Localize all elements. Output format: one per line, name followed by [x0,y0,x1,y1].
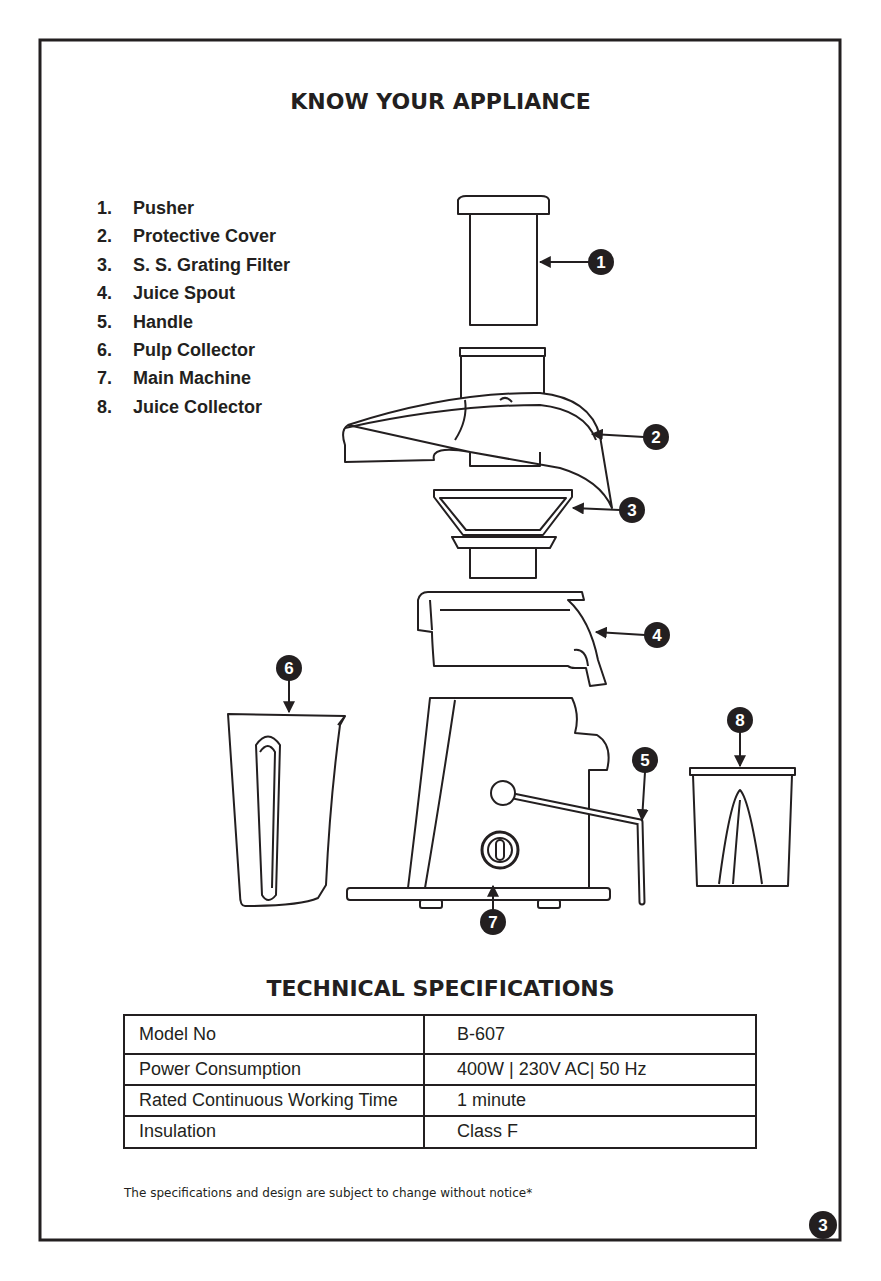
callout-number: 8 [727,707,753,733]
callout-circle-shape [643,424,669,450]
table-cell: Power Consumption [139,1060,301,1080]
callout-circle-shape [276,655,302,681]
page-title: KNOW YOUR APPLIANCE [0,90,881,114]
callout-text: 3 [627,502,636,519]
juice-collector-drawing [690,768,795,886]
part-number: 7. [97,369,112,389]
part-number: 3. [97,256,112,276]
callout-number: 2 [643,424,669,450]
cover-drawing [343,348,612,508]
pulp-collector-drawing [228,714,345,906]
callout-number: 4 [644,622,670,648]
callout-circle-shape [644,622,670,648]
table-cell: Class F [457,1122,518,1142]
table-cell: Rated Continuous Working Time [139,1091,398,1111]
callout-circle-shape [809,1211,837,1239]
callout-text: 3 [818,1217,827,1234]
part-number: 5. [97,313,112,333]
callout-number: 5 [632,747,658,773]
filter-drawing [434,490,572,578]
callout-text: 2 [651,429,660,446]
part-number: 4. [97,284,112,304]
callout-text: 1 [596,254,605,271]
table-cell: 400W | 230V AC| 50 Hz [457,1060,646,1080]
page-frame [40,40,840,1240]
footnote: The specifications and design are subjec… [124,1187,532,1200]
callout-number: 1 [588,249,614,275]
handle-drawing [491,781,642,902]
callout-number: 3 [619,497,645,523]
callout-circle-shape [588,249,614,275]
leader-lines [289,262,740,910]
part-name: Pulp Collector [133,341,255,361]
part-name: Handle [133,313,193,333]
table-cell: 1 minute [457,1091,526,1111]
callout-text: 8 [735,712,744,729]
callout-text: 6 [284,660,293,677]
callout-text: 7 [488,914,497,931]
spout-drawing [418,592,606,686]
spec-table-grid [124,1015,756,1148]
callout-circle-shape [632,747,658,773]
table-cell: Model No [139,1025,216,1045]
part-name: Protective Cover [133,227,276,247]
callout-text: 4 [652,627,661,644]
table-cell: Insulation [139,1122,216,1142]
part-name: S. S. Grating Filter [133,256,290,276]
callout-text: 5 [640,752,649,769]
callout-number: 7 [480,909,506,935]
part-number: 2. [97,227,112,247]
part-number: 8. [97,398,112,418]
callout-circle-shape [619,497,645,523]
callout-circle-shape [727,707,753,733]
part-name: Main Machine [133,369,251,389]
part-name: Juice Spout [133,284,235,304]
main-machine-drawing [347,698,610,908]
section-heading: TECHNICAL SPECIFICATIONS [0,977,881,1001]
page-number: 3 [809,1211,837,1239]
pusher-drawing [458,196,549,325]
table-cell: B-607 [457,1025,505,1045]
part-name: Juice Collector [133,398,262,418]
callout-number: 6 [276,655,302,681]
part-number: 1. [97,199,112,219]
part-name: Pusher [133,199,194,219]
part-number: 6. [97,341,112,361]
callout-circle-shape [480,909,506,935]
